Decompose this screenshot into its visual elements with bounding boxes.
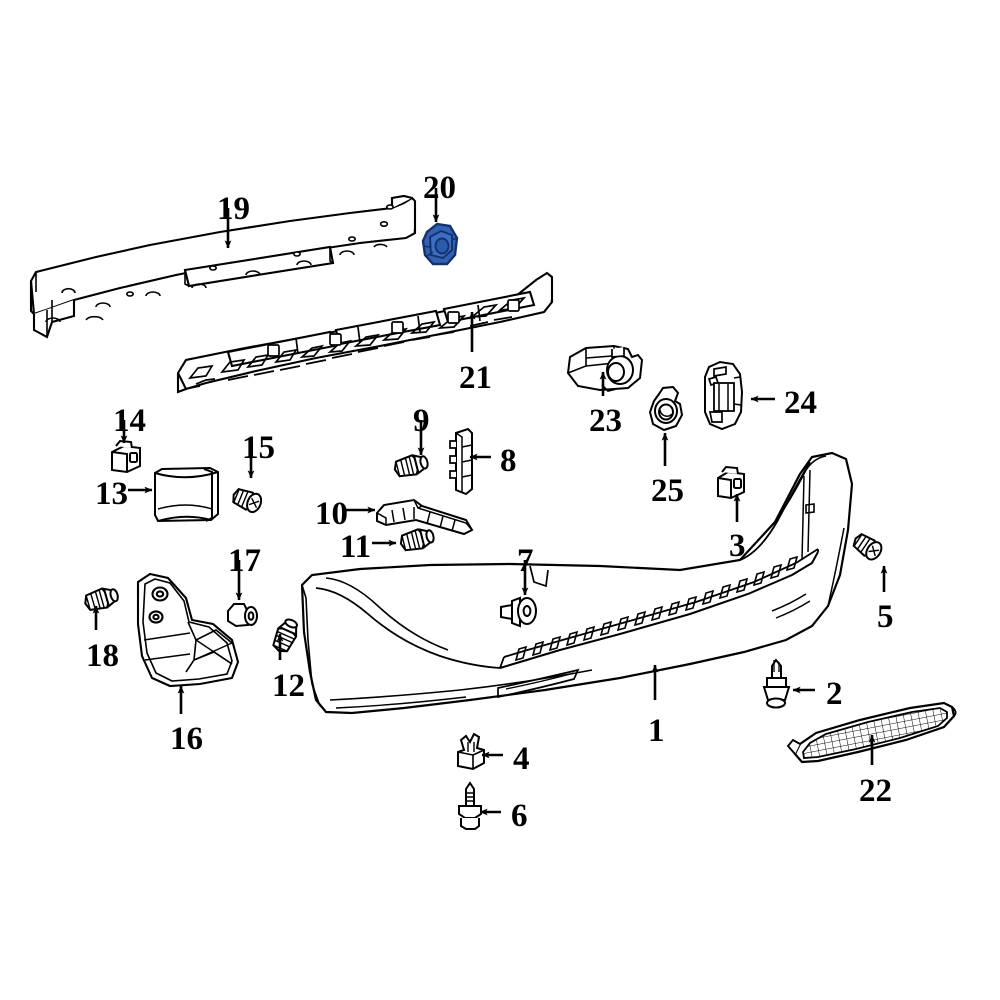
callout-number-5[interactable]: 5 [877, 599, 894, 635]
part-14-bumper-retainer-clip [111, 439, 141, 474]
callout-number-7[interactable]: 7 [517, 543, 534, 579]
part-22-side-reflector [786, 701, 957, 764]
part-18-mudguard-bolt [81, 583, 122, 614]
callout-number-21[interactable]: 21 [459, 360, 492, 396]
callout-number-4[interactable]: 4 [513, 741, 530, 777]
part-10-upper-side-retainer [376, 498, 474, 536]
callout-number-2[interactable]: 2 [826, 676, 843, 712]
part-11-retainer-bolt [397, 525, 437, 555]
callout-number-23[interactable]: 23 [589, 403, 622, 439]
part-21-energy-absorber [176, 271, 554, 394]
callout-number-13[interactable]: 13 [95, 476, 128, 512]
part-5-bumper-cover-screw [849, 529, 886, 564]
part-25-sensor-retainer-ring [648, 385, 684, 432]
callout-number-14[interactable]: 14 [113, 403, 146, 439]
part-4-push-pin-clip [457, 732, 485, 771]
part-6-bumper-bolt [458, 781, 482, 830]
callout-number-8[interactable]: 8 [500, 443, 517, 479]
callout-number-9[interactable]: 9 [413, 403, 430, 439]
part-19-bumper-reinforcement [29, 194, 417, 339]
part-17-mudguard-grommet [227, 603, 258, 628]
part-23-park-assist-sensor [566, 344, 644, 392]
part-3-bumper-bracket-clip [717, 465, 745, 500]
callout-number-3[interactable]: 3 [729, 528, 746, 564]
part-1-bumper-cover [300, 451, 854, 715]
callout-number-17[interactable]: 17 [228, 543, 261, 579]
callout-number-25[interactable]: 25 [651, 473, 684, 509]
callout-number-12[interactable]: 12 [272, 668, 305, 704]
callout-leader-lines [92, 188, 888, 816]
callout-number-1[interactable]: 1 [648, 713, 665, 749]
callout-number-16[interactable]: 16 [170, 721, 203, 757]
callout-number-18[interactable]: 18 [86, 638, 119, 674]
part-13-bumper-side-spacer [154, 466, 219, 523]
callout-number-19[interactable]: 19 [217, 191, 250, 227]
part-24-sensor-retainer-clip [704, 360, 744, 431]
callout-number-10[interactable]: 10 [315, 496, 348, 532]
part-19-detail-holes [45, 204, 394, 323]
callout-number-15[interactable]: 15 [242, 430, 275, 466]
part-7-bumper-cover-grommet [500, 596, 537, 628]
callout-number-11[interactable]: 11 [340, 529, 372, 565]
part-12-mudguard-screw [269, 615, 303, 656]
part-8-side-retainer-bracket [449, 427, 473, 496]
callout-number-20[interactable]: 20 [423, 170, 456, 206]
part-15-spacer-screw [229, 484, 265, 516]
callout-number-24[interactable]: 24 [784, 385, 817, 421]
part-21-rib-detail [188, 296, 527, 389]
part-2-retainer-clip [762, 658, 791, 709]
part-9-retainer-screw [391, 451, 431, 481]
part-20-reinforcement-nut [421, 222, 459, 266]
callout-number-22[interactable]: 22 [859, 773, 892, 809]
part-16-rear-mudguard [136, 572, 240, 688]
callout-number-6[interactable]: 6 [511, 798, 528, 834]
